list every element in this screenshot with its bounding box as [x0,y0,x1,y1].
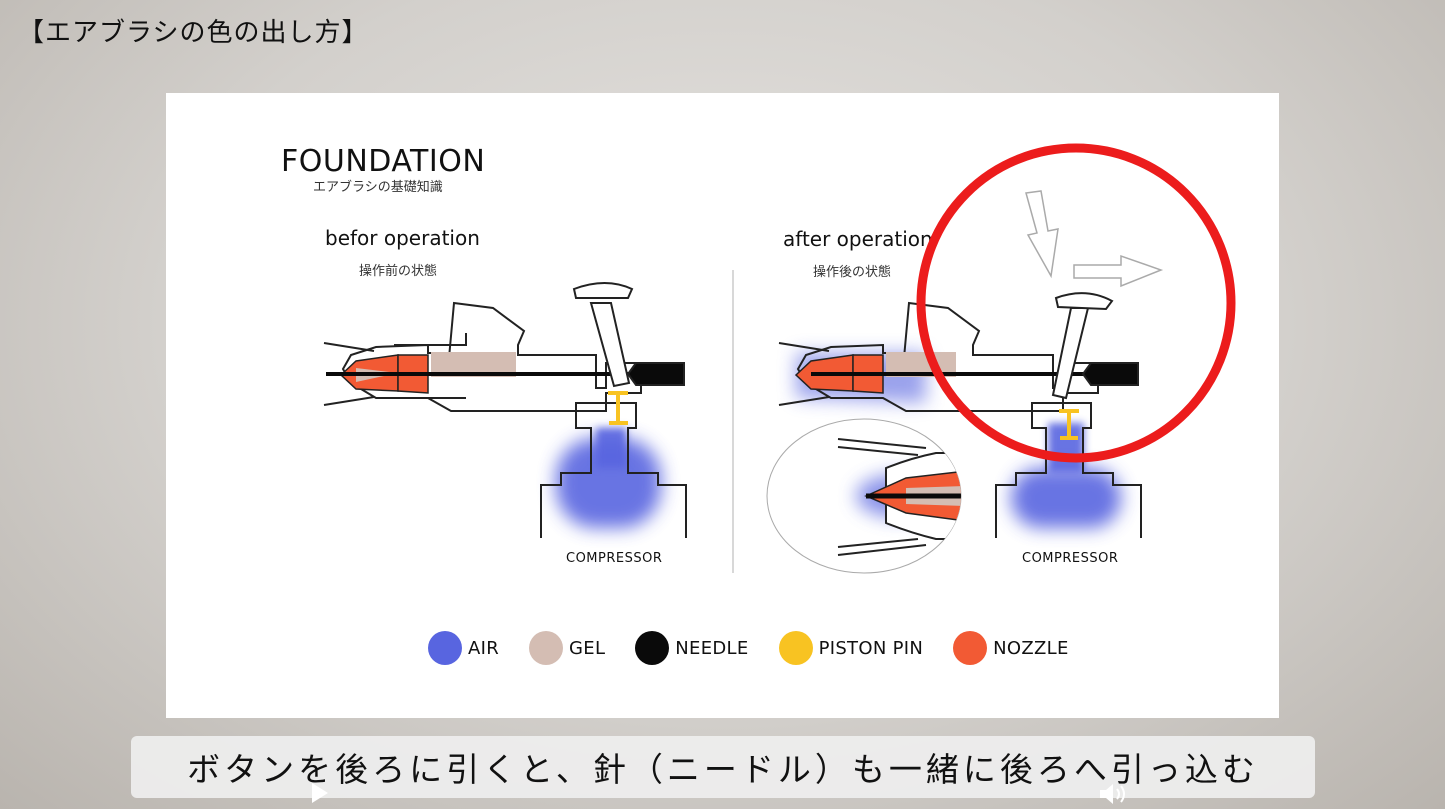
subtitle-text: ボタンを後ろに引くと、針（ニードル）も一緒に後ろへ引っ込む [187,750,1259,789]
legend-label-needle: NEEDLE [675,637,749,659]
legend-label-gel: GEL [569,637,606,659]
airbrush-diagram: FOUNDATION エアブラシの基礎知識 befor operation 操作… [281,143,1236,574]
arrow-right-icon [1073,254,1164,288]
legend-label-piston-pin: PISTON PIN [818,637,924,659]
legend-item-gel: GEL [529,631,605,665]
before-airbrush: COMPRESSOR [323,282,687,566]
volume-icon[interactable] [1098,782,1132,806]
legend-item-needle: NEEDLE [635,631,748,665]
play-icon[interactable] [312,783,328,803]
before-title: befor operation [325,226,480,250]
legend-item-air: AIR [428,631,499,665]
after-compressor-label: COMPRESSOR [1022,551,1118,566]
foundation-subheading: エアブラシの基礎知識 [313,179,443,195]
foundation-heading: FOUNDATION [281,144,485,179]
before-subtitle: 操作前の状態 [359,263,437,279]
nozzle-zoom-inset [766,418,962,574]
legend-label-nozzle: NOZZLE [993,637,1069,659]
legend-dot-nozzle [953,631,988,665]
after-airbrush: COMPRESSOR [778,292,1142,566]
after-subtitle: 操作後の状態 [813,264,891,280]
after-title: after operation [783,227,933,251]
slide: FOUNDATION エアブラシの基礎知識 befor operation 操作… [166,93,1279,718]
legend-dot-piston-pin [778,631,813,665]
legend-item-nozzle: NOZZLE [953,631,1069,665]
legend: AIR GEL NEEDLE PISTON PIN NOZZLE [428,631,1099,665]
video-title: 【エアブラシの色の出し方】 [18,18,369,48]
before-compressor-label: COMPRESSOR [566,551,662,566]
legend-label-air: AIR [468,637,500,659]
legend-dot-needle [635,631,670,665]
highlight-circle [916,143,1236,463]
legend-dot-gel [529,631,564,665]
arrow-down-icon [1025,190,1059,279]
legend-item-piston-pin: PISTON PIN [778,631,924,665]
subtitle-bar: ボタンを後ろに引くと、針（ニードル）も一緒に後ろへ引っ込む [131,736,1315,798]
legend-dot-air [428,631,462,665]
